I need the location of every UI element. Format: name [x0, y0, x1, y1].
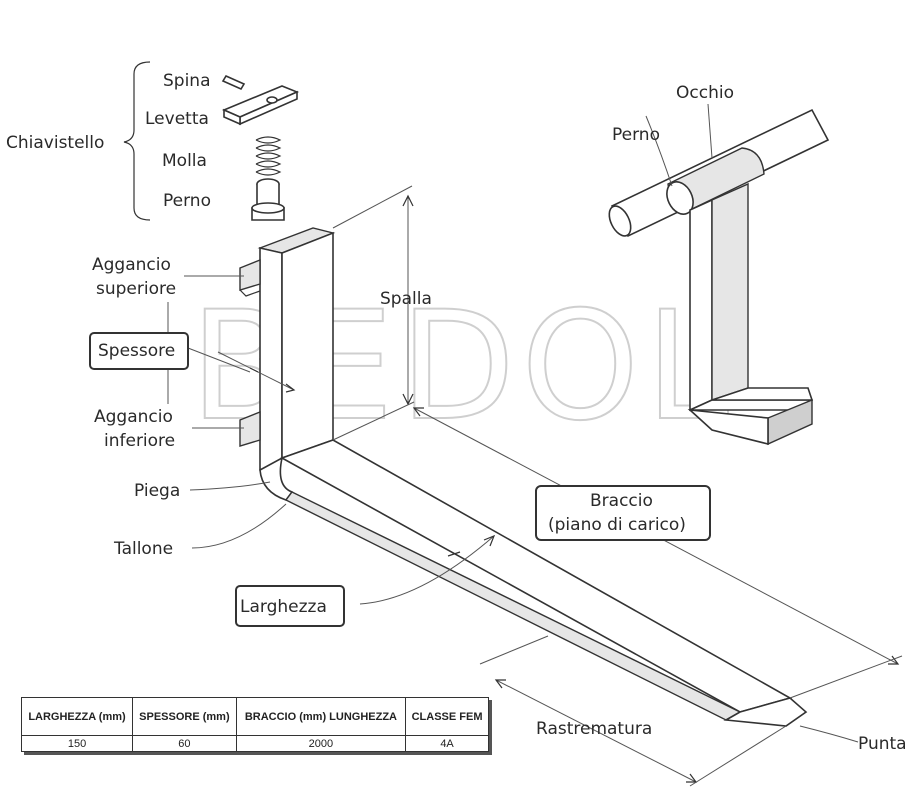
label-chiavistello: Chiavistello [6, 133, 104, 153]
aggancio-inferiore-part [239, 410, 261, 447]
label-punta: Punta [858, 734, 907, 754]
perno-part [251, 178, 285, 221]
spessore-box [89, 332, 189, 370]
header-classe-fem: CLASSE FEM [405, 697, 489, 736]
cell-classe-fem: 4A [405, 735, 489, 752]
label-aggancio-inferiore-2: inferiore [104, 431, 175, 451]
header-larghezza: LARGHEZZA (mm) [20, 697, 134, 736]
cell-spessore: 60 [132, 735, 237, 752]
label-braccio-sub: (piano di carico) [548, 515, 686, 535]
label-aggancio-superiore-1: Aggancio [92, 255, 171, 275]
cell-braccio: 2000 [235, 735, 407, 752]
molla-part [255, 136, 282, 176]
table-row: 150 60 2000 4A [20, 735, 489, 752]
label-perno-shaft: Perno [612, 125, 660, 145]
header-braccio: BRACCIO (mm) LUNGHEZZA [235, 697, 407, 736]
braccio-box [535, 485, 711, 541]
chiavistello-bracket [123, 61, 151, 221]
aggancio-superiore-part [239, 258, 261, 291]
spec-table-header-row: LARGHEZZA (mm) SPESSORE (mm) BRACCIO (mm… [20, 697, 489, 736]
label-aggancio-superiore-2: superiore [96, 279, 176, 299]
spec-table: LARGHEZZA (mm) SPESSORE (mm) BRACCIO (mm… [20, 697, 489, 752]
label-levetta: Levetta [145, 109, 209, 129]
leader-lines [167, 103, 859, 743]
label-rastrematura: Rastrematura [536, 719, 652, 739]
label-larghezza: Larghezza [240, 597, 327, 617]
label-piega: Piega [134, 481, 180, 501]
label-occhio: Occhio [676, 83, 734, 103]
label-aggancio-inferiore-1: Aggancio [94, 407, 173, 427]
spina-part [221, 74, 246, 91]
cell-larghezza: 150 [20, 735, 134, 752]
label-spessore: Spessore [98, 341, 175, 361]
header-spessore: SPESSORE (mm) [132, 697, 237, 736]
label-spina: Spina [163, 71, 211, 91]
fork-body [239, 227, 808, 727]
label-spalla: Spalla [380, 289, 432, 309]
label-perno-pin: Perno [163, 191, 211, 211]
punta-part [723, 697, 808, 727]
label-molla: Molla [162, 151, 207, 171]
latch-assembly [123, 61, 300, 221]
label-tallone: Tallone [113, 539, 173, 559]
eye-fork-detail [608, 108, 830, 446]
label-braccio: Braccio [590, 491, 653, 511]
larghezza-box [235, 585, 345, 627]
